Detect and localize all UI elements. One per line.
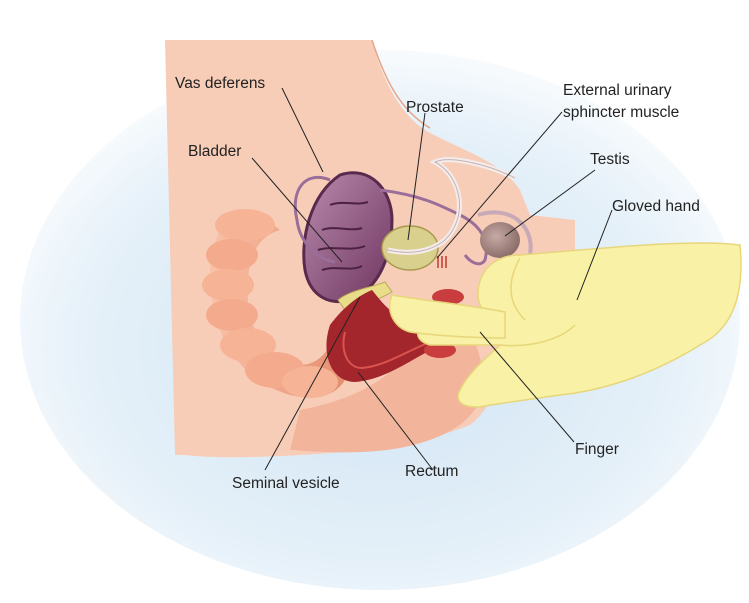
leader-rectum (357, 371, 434, 471)
leader-gloved-hand (576, 209, 613, 301)
label-prostate: Prostate (406, 99, 464, 116)
leader-lines (251, 87, 613, 471)
leader-external-urinary (436, 111, 563, 259)
label-finger: Finger (575, 441, 619, 458)
bladder-folds (317, 201, 369, 271)
testis (480, 222, 520, 258)
rectum (326, 290, 455, 382)
leader-testis (504, 169, 596, 237)
labels: Vas deferens Prostate External urinary s… (175, 75, 700, 492)
anal-opening-top (432, 289, 464, 305)
buttock-outline (371, 39, 431, 129)
label-vas-deferens: Vas deferens (175, 75, 265, 92)
anal-opening-bottom (424, 342, 456, 358)
leader-finger (479, 331, 575, 443)
label-gloved-hand: Gloved hand (612, 198, 700, 215)
leader-prostate (407, 112, 426, 241)
leader-bladder (251, 157, 343, 263)
finger (389, 294, 506, 339)
label-testis: Testis (590, 151, 630, 168)
label-seminal-vesicle: Seminal vesicle (232, 475, 340, 492)
vas-deferens (293, 175, 488, 266)
leader-vas-deferens (281, 87, 324, 173)
label-bladder: Bladder (188, 143, 241, 160)
glove-fold (499, 257, 576, 347)
external-urinary-sphincter (437, 256, 447, 268)
label-rectum: Rectum (405, 463, 458, 480)
rectum-inner (342, 331, 431, 370)
colon (202, 209, 350, 398)
leader-seminal-vesicle (264, 296, 361, 471)
label-external-urinary-2: sphincter muscle (563, 104, 679, 121)
label-external-urinary-1: External urinary (563, 82, 672, 99)
